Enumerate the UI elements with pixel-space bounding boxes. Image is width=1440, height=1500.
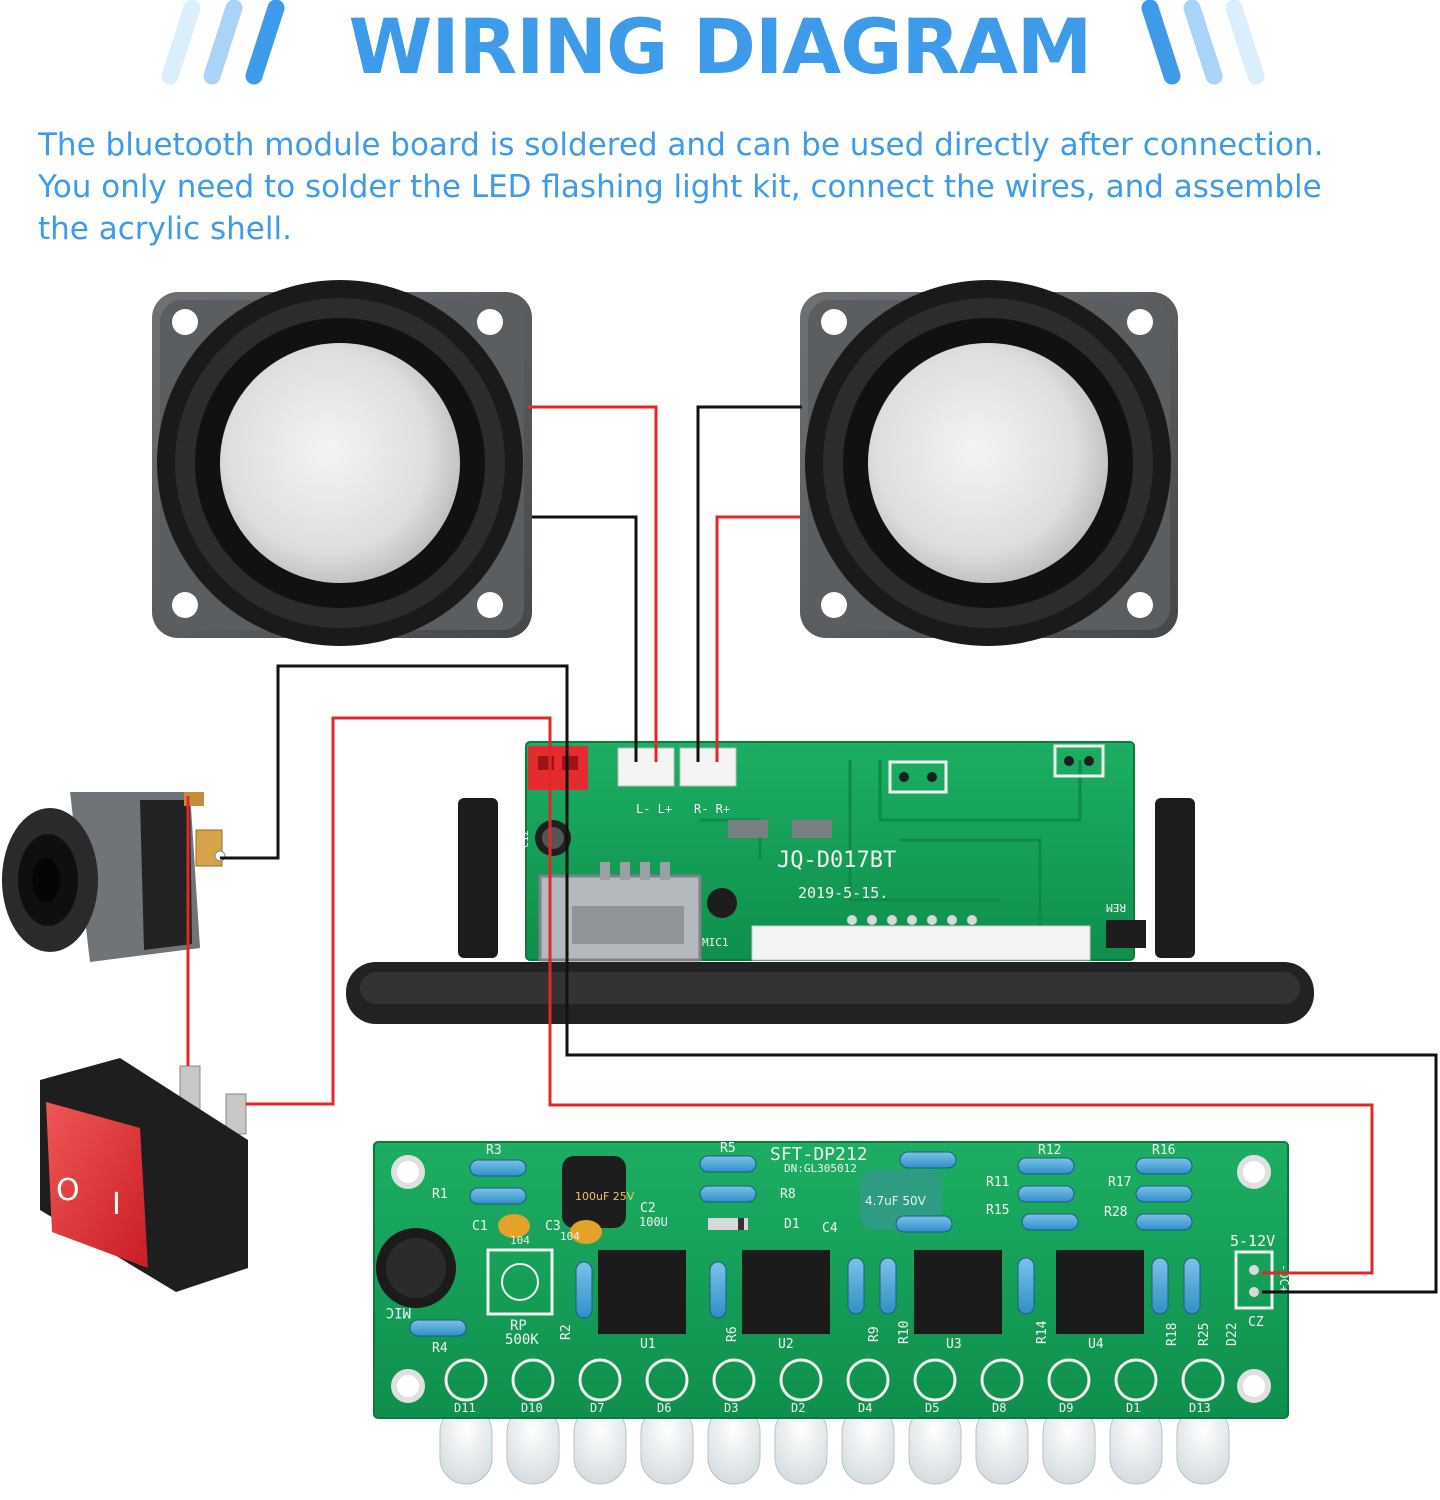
led-cap-c2-value: 100U <box>639 1215 668 1229</box>
led-board-dn: DN:GL305012 <box>784 1162 857 1175</box>
bt-date-label: 2019-5-15. <box>798 884 888 902</box>
led-flash-board: MIC RP 500K 100uF 25V 4.7uF 50V <box>373 1141 1291 1485</box>
led-cap-c4-print: 4.7uF 50V <box>865 1194 927 1208</box>
label-u1: U1 <box>640 1337 656 1352</box>
led-board-ics <box>598 1250 1144 1334</box>
label-r9: R9 <box>867 1326 882 1342</box>
led-cap-104b: 104 <box>560 1230 580 1243</box>
led-mic-label: MIC <box>386 1304 411 1320</box>
bluetooth-module: JQ-D017BT 2019-5-15. L- L+ R- R+ MIC1 RE… <box>346 741 1314 1024</box>
led-power-label: 5-12V <box>1230 1232 1275 1250</box>
bt-mic-label: MIC1 <box>702 936 729 949</box>
led-label-d10: D10 <box>521 1401 543 1415</box>
intro-line-2: You only need to solder the LED flashing… <box>38 169 1322 205</box>
led-dc-label: -DC+ <box>1277 1264 1291 1293</box>
label-r25: R25 <box>1197 1323 1212 1346</box>
speaker-left <box>152 280 532 646</box>
wire-left-speaker-red <box>528 405 658 762</box>
led-cap-c2-print: 100uF 25V <box>575 1190 635 1203</box>
wire-led-board-black <box>565 770 1438 1294</box>
label-r15: R15 <box>986 1203 1009 1218</box>
label-r8: R8 <box>780 1187 796 1202</box>
led-footprints <box>444 1358 1225 1402</box>
label-r16: R16 <box>1152 1143 1175 1158</box>
label-r12: R12 <box>1038 1143 1061 1158</box>
label-r11: R11 <box>986 1175 1009 1190</box>
page-title: WIRING DIAGRAM <box>348 2 1093 91</box>
led-label-d6: D6 <box>657 1401 671 1415</box>
wire-left-speaker-black <box>532 515 638 762</box>
led-label-d11: D11 <box>454 1401 476 1415</box>
led-board-resistors <box>409 1151 1201 1337</box>
label-u4: U4 <box>1088 1337 1104 1352</box>
bt-c12-label: C12 <box>520 830 531 848</box>
label-u2: U2 <box>778 1337 794 1352</box>
label-r14: R14 <box>1035 1320 1050 1344</box>
label-r10: R10 <box>897 1321 912 1344</box>
label-d1: D1 <box>784 1217 800 1232</box>
intro-line-1: The bluetooth module board is soldered a… <box>38 127 1324 163</box>
wire-switch-red <box>246 716 552 1106</box>
led-label-d2: D2 <box>791 1401 805 1415</box>
bt-left-pins-label: L- L+ <box>636 802 672 816</box>
label-r28: R28 <box>1104 1205 1127 1220</box>
led-rp-label: RP <box>510 1318 527 1334</box>
label-r6: R6 <box>725 1326 740 1342</box>
label-c4: C4 <box>822 1221 838 1236</box>
led-label-d13: D13 <box>1189 1401 1211 1415</box>
speaker-right <box>800 280 1178 646</box>
led-label-d7: D7 <box>590 1401 604 1415</box>
label-r2: R2 <box>559 1324 574 1340</box>
label-r18: R18 <box>1165 1323 1180 1346</box>
switch-off-symbol: O <box>56 1173 80 1208</box>
led-label-d9: D9 <box>1059 1401 1073 1415</box>
wire-right-speaker-red <box>715 515 800 762</box>
label-r1: R1 <box>432 1187 448 1202</box>
label-r17: R17 <box>1108 1175 1131 1190</box>
rocker-switch: O I <box>40 1058 248 1292</box>
left-slash-decoration <box>161 0 285 85</box>
label-c3: C3 <box>545 1219 561 1234</box>
wire-led-board-red <box>548 770 1374 1275</box>
label-d22: D22 <box>1225 1323 1240 1346</box>
led-label-d3: D3 <box>724 1401 738 1415</box>
switch-on-symbol: I <box>112 1187 121 1222</box>
label-r3: R3 <box>486 1143 502 1158</box>
label-u3: U3 <box>946 1337 962 1352</box>
led-cap-104: 104 <box>510 1234 530 1247</box>
bt-right-pins-label: R- R+ <box>694 802 730 816</box>
led-bulbs <box>439 1405 1230 1485</box>
led-rp-value: 500K <box>505 1332 539 1348</box>
led-label-d8: D8 <box>992 1401 1006 1415</box>
label-r5: R5 <box>720 1141 736 1156</box>
led-cz-label: CZ <box>1248 1315 1264 1330</box>
right-slash-decoration <box>1141 0 1265 85</box>
bt-rem-label: REM <box>1106 901 1126 914</box>
wire-right-speaker-black <box>696 405 802 762</box>
dc-power-jack <box>2 792 226 962</box>
wire-dc-jack-black <box>220 664 569 860</box>
bt-model-label: JQ-D017BT <box>777 848 896 873</box>
led-label-d1: D1 <box>1126 1401 1140 1415</box>
led-label-d4: D4 <box>858 1401 872 1415</box>
wires <box>186 405 1438 1294</box>
label-c1: C1 <box>472 1219 488 1234</box>
label-c2: C2 <box>640 1201 656 1216</box>
led-label-d5: D5 <box>925 1401 939 1415</box>
label-r4: R4 <box>432 1341 448 1356</box>
led-board-model: SFT-DP212 <box>770 1144 868 1165</box>
intro-line-3: the acrylic shell. <box>38 211 292 247</box>
intro-text: The bluetooth module board is soldered a… <box>38 124 1418 250</box>
